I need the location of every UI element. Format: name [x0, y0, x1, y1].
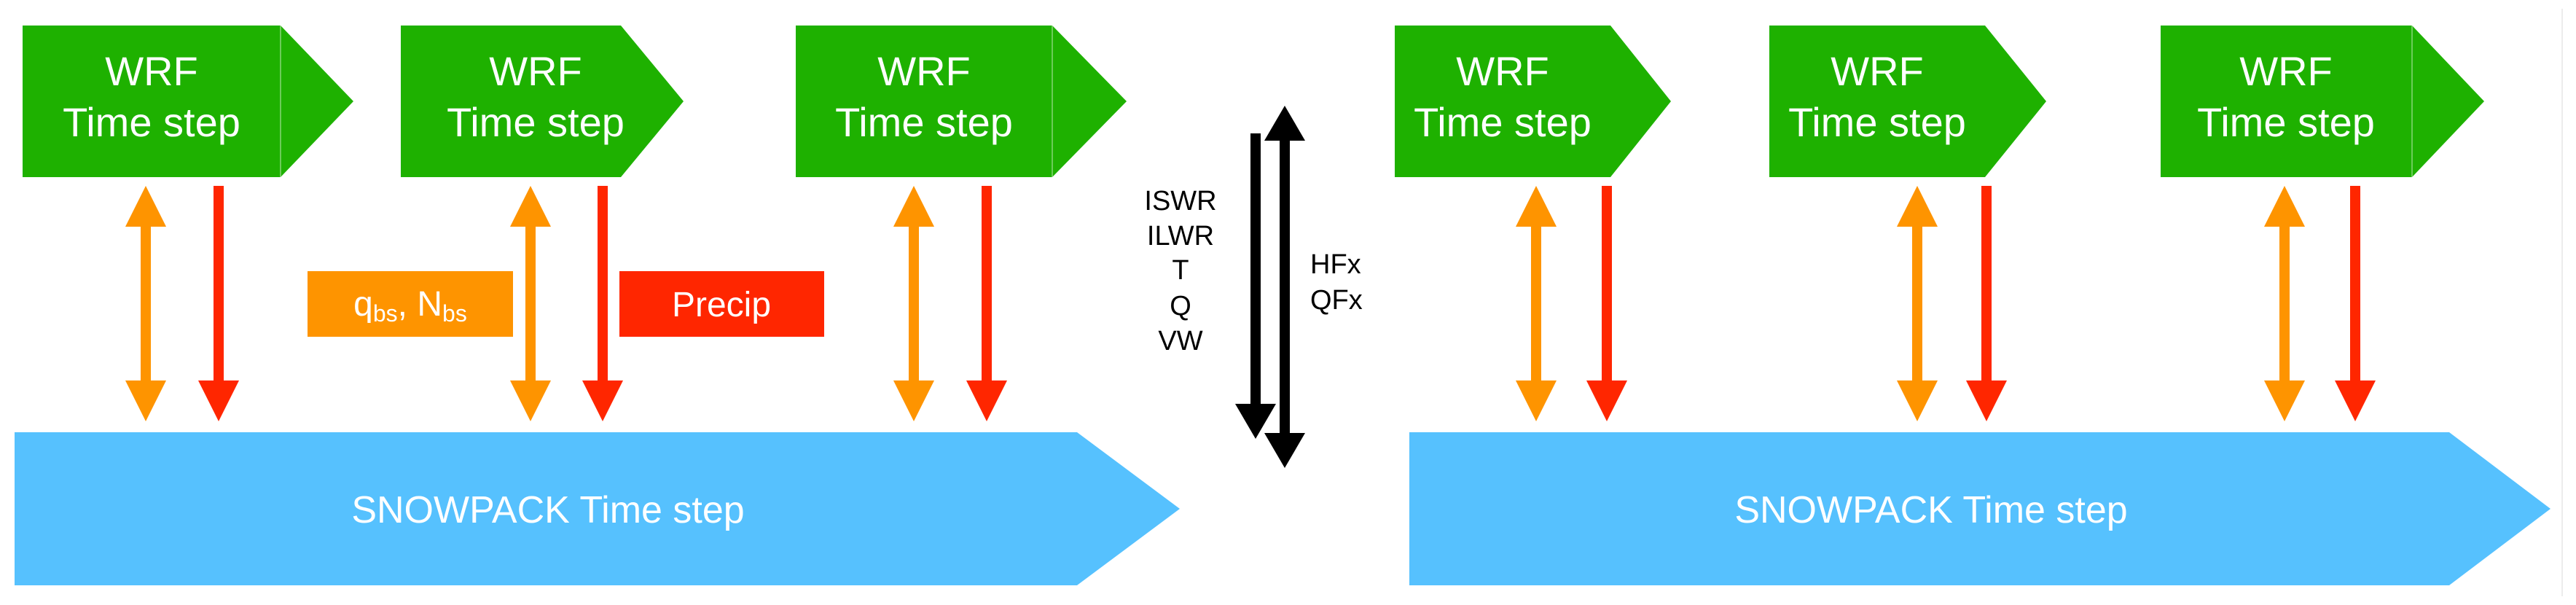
precip-label: Precip	[672, 286, 771, 324]
wrf-step-5-shape	[1769, 26, 2046, 177]
precip-arrow-5	[1966, 186, 2007, 421]
left-panel: WRF Time step WRF Time step WRF Time ste…	[63, 48, 1013, 531]
wrf-step-6-shape	[2161, 26, 2484, 177]
wrf-step-3-title: WRF	[877, 48, 971, 94]
var-q: Q	[1170, 291, 1191, 321]
blowing-snow-label: qbs, Nbs	[353, 285, 467, 327]
var-hfx: HFx	[1310, 249, 1361, 280]
wrf-step-4-title: WRF	[1456, 48, 1549, 94]
precip-arrow-3	[966, 186, 1007, 421]
wrf-step-1-subtitle: Time step	[63, 99, 240, 145]
precip-label-box	[619, 271, 824, 337]
blowing-snow-exchange-arrow-3	[893, 186, 934, 421]
snowpack-step-shape-left	[15, 432, 1180, 585]
precip-arrow-4	[1586, 186, 1627, 421]
blowing-snow-exchange-arrow-1	[125, 186, 166, 421]
var-t: T	[1172, 255, 1189, 286]
blowing-snow-label-box	[308, 271, 513, 337]
wrf-step-5-subtitle: Time step	[1788, 99, 1966, 145]
var-ilwr: ILWR	[1147, 221, 1214, 251]
precip-arrow-6	[2335, 186, 2376, 421]
wrf-step-6-title: WRF	[2239, 48, 2333, 94]
var-iswr: ISWR	[1144, 186, 1216, 216]
wrf-step-1-title: WRF	[105, 48, 198, 94]
coupling-variables: ISWR ILWR T Q VW HFx QFx	[1144, 186, 1362, 356]
wrf-step-6-subtitle: Time step	[2197, 99, 2375, 145]
wrf-step-3-subtitle: Time step	[835, 99, 1013, 145]
wrf-step-2-subtitle: Time step	[447, 99, 625, 145]
wrf-step-3-shape	[796, 26, 1127, 177]
blowing-snow-exchange-arrow-6	[2264, 186, 2305, 421]
snowpack-step-label: SNOWPACK Time step	[351, 489, 744, 531]
wrf-step-5-title: WRF	[1831, 48, 1924, 94]
snowpack-step-label-right: SNOWPACK Time step	[1734, 489, 2127, 531]
precip-arrow-2	[582, 186, 623, 421]
right-panel: WRF Time step WRF Time step WRF Time ste…	[1414, 48, 2375, 531]
wrf-step-1-shape	[23, 26, 353, 177]
snowpack-step-shape-right	[1409, 432, 2550, 585]
surface-flux-exchange-arrow	[1264, 106, 1305, 468]
wrf-step-2-shape	[401, 26, 684, 177]
precip-arrow-1	[198, 186, 239, 421]
atmospheric-forcing-down-arrow	[1235, 133, 1276, 439]
blowing-snow-exchange-arrow-4	[1516, 186, 1557, 421]
wrf-step-4-subtitle: Time step	[1414, 99, 1592, 145]
var-vw: VW	[1158, 326, 1202, 356]
blowing-snow-exchange-arrow-2	[510, 186, 551, 421]
blowing-snow-exchange-arrow-5	[1897, 186, 1938, 421]
wrf-step-4-shape	[1395, 26, 1671, 177]
wrf-step-2-title: WRF	[489, 48, 582, 94]
var-qfx: QFx	[1310, 285, 1363, 316]
